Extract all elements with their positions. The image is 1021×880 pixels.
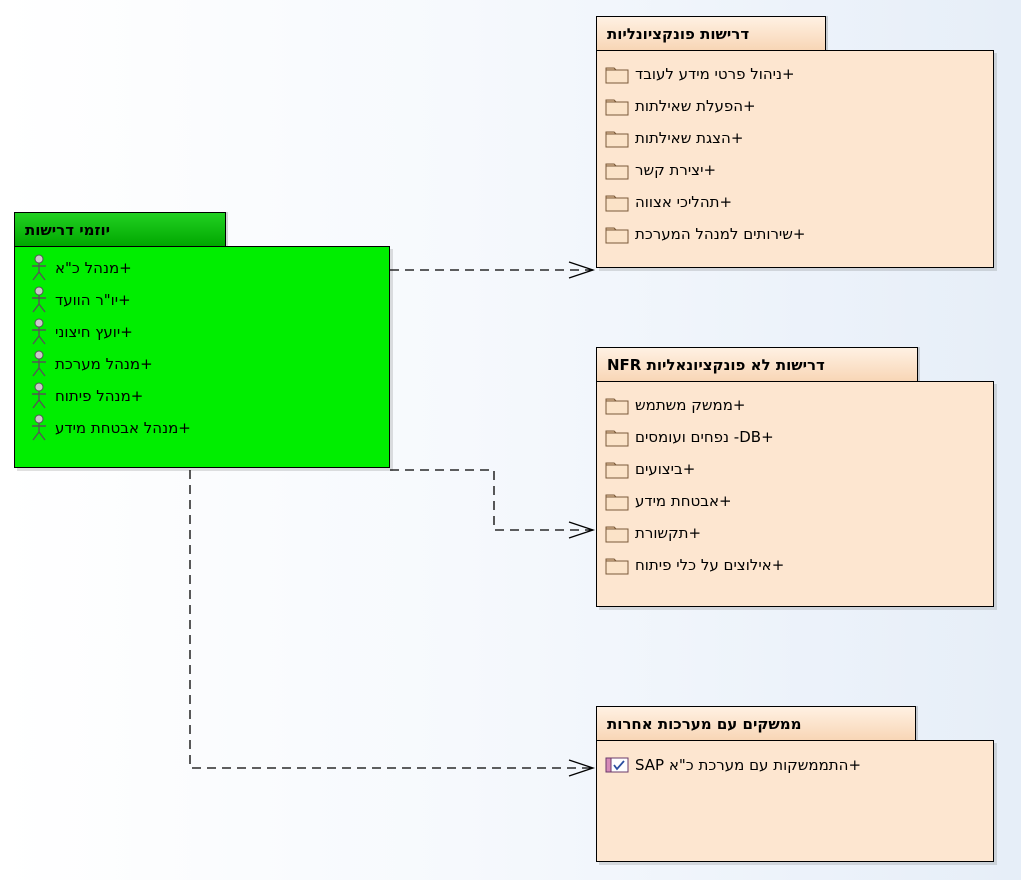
package-tab[interactable]: ממשקים עם מערכות אחרות (596, 706, 916, 740)
dependency-arrowhead-nonfunctional (568, 521, 596, 539)
list-item[interactable]: +תקשורת (597, 517, 993, 549)
list-item-label: +מנהל מערכת (55, 355, 153, 373)
list-item-label: +DB- נפחים ועומסים (635, 428, 774, 446)
package-requirement-initiators[interactable]: יוזמי דרישות +מנהל כ"א +יו"ר הוועד +יועץ… (14, 212, 390, 468)
dependency-arrowhead-functional (568, 261, 596, 279)
folder-icon (605, 462, 629, 479)
folder-icon (605, 494, 629, 511)
list-item-label: +אבטחת מידע (635, 492, 732, 510)
actor-icon (32, 254, 46, 281)
folder-icon (605, 99, 629, 116)
dependency-line-nonfunctional (390, 469, 593, 531)
package-tab[interactable]: דרישות לא פונקציונאליות NFR (596, 347, 918, 381)
list-item[interactable]: +ביצועים (597, 453, 993, 485)
list-item[interactable]: +מנהל אבטחת מידע (15, 412, 389, 444)
package-external-interfaces[interactable]: ממשקים עם מערכות אחרות +התממשקות עם מערכ… (596, 706, 994, 862)
list-item-label: +ניהול פרטי מידע לעובד (635, 65, 795, 83)
package-body[interactable]: +ניהול פרטי מידע לעובד +הפעלת שאילתות +ה… (596, 50, 994, 268)
package-nonfunctional-requirements[interactable]: דרישות לא פונקציונאליות NFR +ממשק משתמש … (596, 347, 994, 607)
list-item-label: +הפעלת שאילתות (635, 97, 756, 115)
list-item-label: +הצגת שאילתות (635, 129, 744, 147)
folder-icon (605, 526, 629, 543)
folder-icon (605, 398, 629, 415)
folder-icon (605, 195, 629, 212)
actor-icon (32, 350, 46, 377)
list-item[interactable]: +DB- נפחים ועומסים (597, 421, 993, 453)
list-item-label: +מנהל אבטחת מידע (55, 419, 191, 437)
folder-icon (605, 67, 629, 84)
folder-icon (605, 430, 629, 447)
dependency-arrowhead-interfaces (568, 759, 596, 777)
list-item[interactable]: +הפעלת שאילתות (597, 90, 993, 122)
list-item[interactable]: +יו"ר הוועד (15, 284, 389, 316)
list-item-label: +שירותים למנהל המערכת (635, 225, 806, 243)
folder-icon (605, 163, 629, 180)
list-item[interactable]: +מנהל כ"א (15, 252, 389, 284)
package-functional-requirements[interactable]: דרישות פונקציונליות +ניהול פרטי מידע לעו… (596, 16, 994, 268)
list-item-label: +מנהל כ"א (55, 259, 132, 277)
list-item-label: +מנהל פיתוח (55, 387, 144, 405)
list-item[interactable]: +התממשקות עם מערכת כ"א SAP (597, 749, 993, 781)
package-body[interactable]: +ממשק משתמש +DB- נפחים ועומסים +ביצועים … (596, 381, 994, 607)
checked-requirement-icon (605, 757, 629, 773)
package-title: ממשקים עם מערכות אחרות (607, 714, 802, 733)
list-item[interactable]: +שירותים למנהל המערכת (597, 218, 993, 250)
list-item[interactable]: +ממשק משתמש (597, 389, 993, 421)
list-item-label: +אילוצים על כלי פיתוח (635, 556, 785, 574)
list-item-label: +תקשורת (635, 524, 702, 542)
folder-icon (605, 131, 629, 148)
list-item[interactable]: +יועץ חיצוני (15, 316, 389, 348)
actor-icon (32, 286, 46, 313)
actor-icon (32, 318, 46, 345)
actor-icon (32, 382, 46, 409)
list-item-label: +תהליכי אצווה (635, 193, 733, 211)
package-tab[interactable]: דרישות פונקציונליות (596, 16, 826, 50)
list-item-label: +התממשקות עם מערכת כ"א SAP (635, 756, 862, 774)
package-body[interactable]: +התממשקות עם מערכת כ"א SAP (596, 740, 994, 862)
list-item[interactable]: +אבטחת מידע (597, 485, 993, 517)
folder-icon (605, 227, 629, 244)
list-item-label: +יועץ חיצוני (55, 323, 133, 341)
list-item-label: +ביצועים (635, 460, 696, 478)
list-item[interactable]: +מנהל פיתוח (15, 380, 389, 412)
list-item[interactable]: +אילוצים על כלי פיתוח (597, 549, 993, 581)
list-item-label: +ממשק משתמש (635, 396, 746, 414)
list-item[interactable]: +הצגת שאילתות (597, 122, 993, 154)
actor-icon (32, 414, 46, 441)
list-item-label: +יצירת קשר (635, 161, 717, 179)
package-title: יוזמי דרישות (25, 220, 111, 239)
list-item[interactable]: +תהליכי אצווה (597, 186, 993, 218)
dependency-line-interfaces (189, 470, 593, 769)
package-title: דרישות לא פונקציונאליות NFR (607, 355, 825, 374)
package-title: דרישות פונקציונליות (607, 24, 750, 43)
list-item-label: +יו"ר הוועד (55, 291, 131, 309)
folder-icon (605, 558, 629, 575)
package-body[interactable]: +מנהל כ"א +יו"ר הוועד +יועץ חיצוני +מנהל… (14, 246, 390, 468)
package-tab[interactable]: יוזמי דרישות (14, 212, 226, 246)
list-item[interactable]: +מנהל מערכת (15, 348, 389, 380)
list-item[interactable]: +ניהול פרטי מידע לעובד (597, 58, 993, 90)
list-item[interactable]: +יצירת קשר (597, 154, 993, 186)
